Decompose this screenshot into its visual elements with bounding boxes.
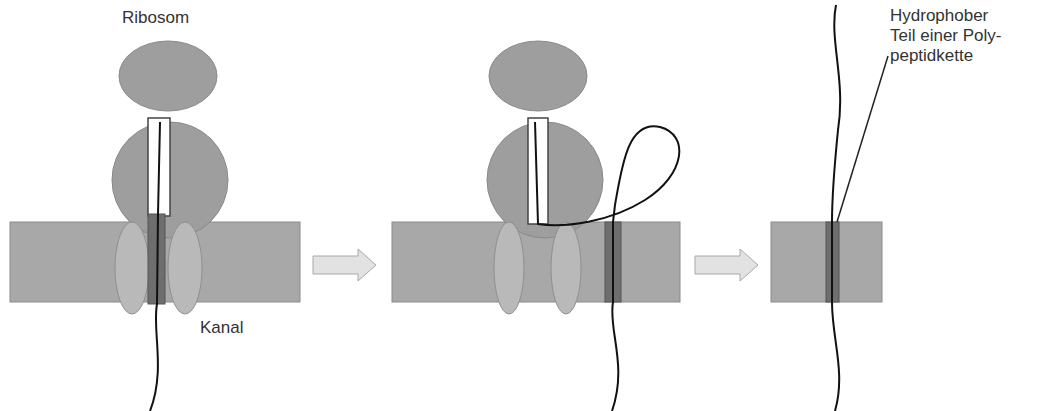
stage-three <box>771 5 888 411</box>
channel-protein <box>115 222 149 314</box>
membrane <box>771 222 882 302</box>
polypeptide-chain <box>832 5 840 411</box>
polypeptide-chain <box>535 122 679 411</box>
channel-protein <box>168 222 202 314</box>
channel-protein <box>494 222 524 314</box>
channel-protein <box>551 222 581 314</box>
step-arrow <box>695 249 758 281</box>
step-arrow <box>313 249 376 281</box>
stage-two <box>392 41 680 411</box>
small-subunit <box>119 41 217 111</box>
polypeptide-chain <box>150 122 160 411</box>
part-label: Kanal <box>200 318 280 338</box>
annotation-label: Hydrophober Teil einer Poly- peptidkette <box>890 6 1012 66</box>
small-subunit <box>489 41 587 111</box>
part-label: Ribosom <box>122 8 232 28</box>
leader-line <box>837 56 888 222</box>
stage-one <box>10 41 300 411</box>
